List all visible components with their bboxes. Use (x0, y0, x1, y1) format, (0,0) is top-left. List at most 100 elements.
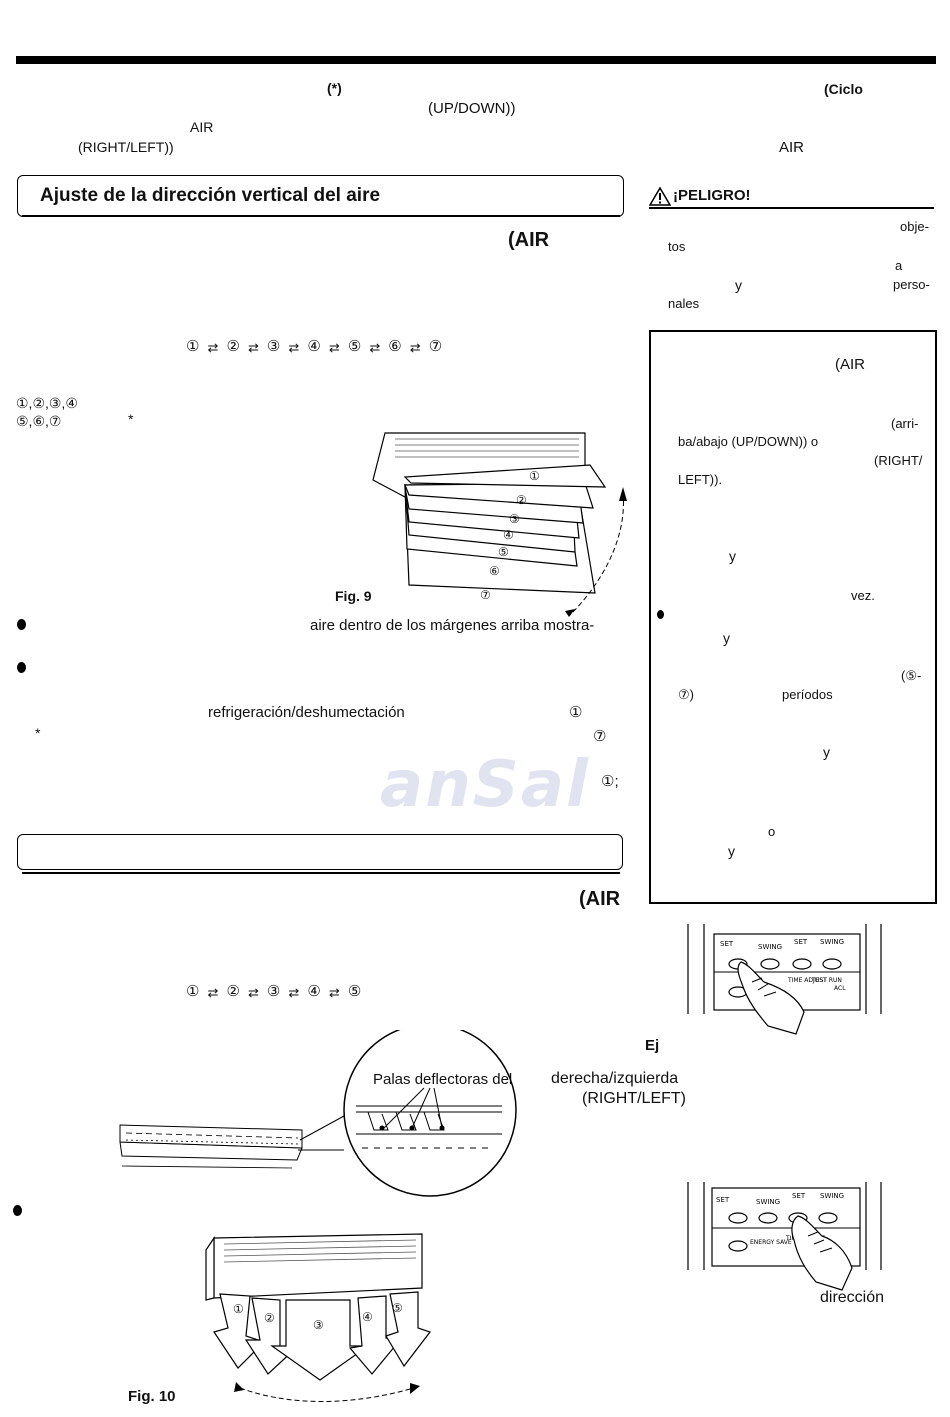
derecha-label: derecha/izquierda (551, 1070, 679, 1087)
section1-title: Ajuste de la dirección vertical del aire (40, 185, 381, 206)
fig9-label: Fig. 9 (335, 588, 372, 604)
box-five: (⑤- (901, 668, 922, 683)
callout-label: Palas deflectoras del (373, 1071, 513, 1088)
box-o: o (768, 824, 776, 839)
horizontal-sequence: ①⇄②⇄③⇄④⇄⑤ (186, 983, 363, 1000)
remote1-row2-3: ACL (834, 985, 846, 992)
remote1-row2-1: TIME ADJUST (787, 977, 827, 984)
warning-triangle-icon (649, 186, 671, 206)
remote2-btn-label-1: SET (716, 1196, 730, 1204)
section1-air: (AIR (508, 229, 550, 251)
remote2-btn-label-3: SET (792, 1192, 806, 1200)
top-rule (16, 56, 936, 64)
box-vez: vez. (851, 588, 875, 603)
box-right: (RIGHT/ (874, 453, 923, 468)
louver-illustration (119, 1030, 517, 1197)
remote2-btn-label-2: SWING (756, 1198, 780, 1206)
bullet-1 (17, 619, 26, 630)
danger-line-6: nales (668, 296, 700, 311)
seq2-pos-5: ⑤ (347, 983, 363, 1000)
fig10-num-4: ④ (362, 1310, 373, 1324)
box-air: (AIR (835, 356, 865, 373)
fig9-num-2: ② (516, 493, 527, 507)
box-y3: y (823, 744, 830, 760)
seq-pos-6: ⑥ (388, 338, 403, 355)
danger-title: ¡PELIGRO! (673, 187, 751, 204)
fig9-num-4: ④ (503, 528, 514, 542)
positions-b: ⑤,⑥,⑦ (16, 413, 62, 429)
updown-label: (UP/DOWN)) (428, 100, 516, 117)
remote1-btn-label-4: SWING (820, 938, 844, 946)
fig10-label: Fig. 10 (128, 1388, 176, 1405)
vertical-sequence: ①⇄②⇄③⇄④⇄⑤⇄⑥⇄⑦ (186, 338, 444, 355)
rightleft-label: (RIGHT/LEFT)) (78, 139, 174, 155)
fig10-num-5: ⑤ (392, 1301, 403, 1315)
seq-pos-1: ① (186, 338, 201, 355)
section1-rule (22, 215, 620, 217)
section2-air: (AIR (579, 888, 621, 910)
seq-pos-2: ② (226, 338, 241, 355)
box-left: LEFT)). (678, 472, 723, 487)
box-periodos: períodos (782, 687, 833, 702)
fig10-num-3: ③ (313, 1318, 324, 1332)
remote1-btn-label-1: SET (720, 940, 734, 948)
box-baja: ba/abajo (UP/DOWN)) o (678, 434, 819, 449)
circle-1b: ①; (601, 773, 619, 790)
danger-line-2: tos (668, 239, 686, 254)
box-bullet (657, 610, 664, 619)
remote-control-2: SET SWING SET SWING ENERGY SAVE TIME ADJ… (687, 1182, 882, 1291)
danger-line-5: perso- (893, 277, 930, 292)
seq-pos-7: ⑦ (428, 338, 444, 355)
seq2-pos-2: ② (226, 983, 241, 1000)
seq-pos-4: ④ (307, 338, 322, 355)
rightleft-label-lower: (RIGHT/LEFT) (582, 1090, 686, 1107)
remote2-btn-label-4: SWING (820, 1192, 844, 1200)
ej-label: Ej (645, 1037, 660, 1054)
seq2-pos-1: ① (186, 983, 201, 1000)
remote1-btn-label-2: SWING (758, 943, 782, 951)
circle-7: ⑦ (593, 728, 607, 745)
fig9-num-1: ① (529, 469, 540, 483)
box-arri: (arri- (891, 416, 919, 431)
box-y2: y (723, 630, 730, 646)
section2-rule (22, 872, 620, 874)
info-box: (AIR (arri- ba/abajo (UP/DOWN)) o (RIGHT… (649, 330, 937, 904)
danger-rule (649, 207, 934, 209)
air-label-top-right: AIR (779, 139, 805, 156)
remote1-btn-label-3: SET (794, 938, 808, 946)
star-note: (*) (327, 80, 342, 96)
bullet1-text: aire dentro de los márgenes arriba mostr… (310, 617, 595, 634)
bullet-2 (17, 662, 26, 673)
ciclo-label: (Ciclo (824, 81, 863, 97)
fig10-num-2: ② (264, 1311, 275, 1325)
air-label-top: AIR (190, 119, 214, 135)
box-seven: ⑦) (678, 687, 694, 702)
seq-pos-5: ⑤ (347, 338, 363, 355)
remote2-row2-1: ENERGY SAVE (750, 1239, 792, 1246)
direccion-label: dirección (820, 1289, 885, 1306)
fig9-num-6: ⑥ (489, 564, 500, 578)
section2-heading-box (17, 834, 623, 870)
refrig-label: refrigeración/deshumectación (208, 704, 405, 721)
fig9-num-3: ③ (509, 512, 520, 526)
remote-control-1: SET SWING SET SWING TIME ADJUST TEST RUN… (687, 924, 882, 1035)
positions-star: * (128, 411, 134, 427)
danger-line-3: a (895, 258, 903, 273)
fig9-num-7: ⑦ (480, 588, 491, 602)
positions-a: ①,②,③,④ (16, 395, 78, 411)
fig9-num-5: ⑤ (498, 545, 509, 559)
circle-1: ① (569, 704, 583, 721)
fig10-num-1: ① (233, 1302, 244, 1316)
seq-pos-3: ③ (266, 338, 282, 355)
box-y4: y (728, 843, 735, 859)
fig9-illustration (372, 432, 627, 617)
danger-line-1: obje- (900, 219, 929, 234)
seq2-pos-3: ③ (266, 983, 282, 1000)
remote1-row2-2: TEST RUN (811, 977, 842, 984)
box-y1: y (729, 548, 736, 564)
bullet-3 (13, 1205, 22, 1216)
star-2: * (35, 725, 41, 741)
section1-heading-box: Ajuste de la dirección vertical del aire (17, 175, 624, 217)
seq2-pos-4: ④ (307, 983, 322, 1000)
fig10-illustration (205, 1233, 431, 1402)
